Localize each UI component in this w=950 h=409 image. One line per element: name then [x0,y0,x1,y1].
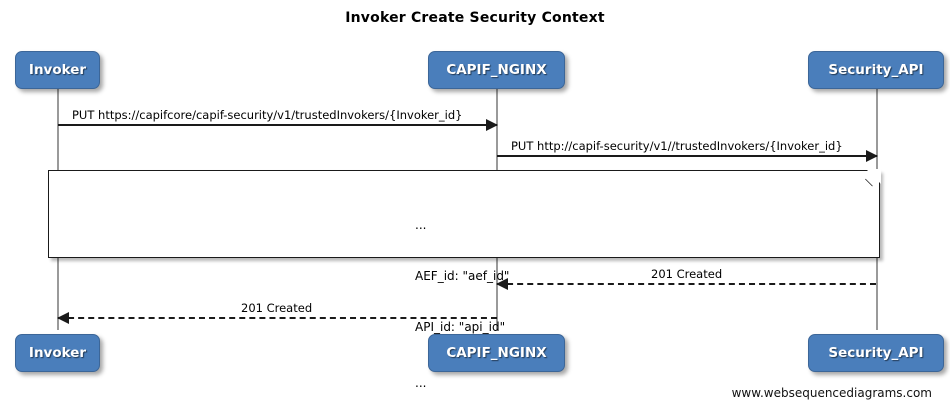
participant-invoker-bottom[interactable]: Invoker [15,334,100,372]
arrowhead-right-2 [866,150,878,162]
participant-security-api[interactable]: Security_API [808,51,944,89]
participant-invoker-bottom-label: Invoker [28,345,87,361]
participant-capif-nginx-bottom-label: CAPIF_NGINX [446,345,547,361]
message-arrow-3 [496,278,876,290]
participant-security-api-label: Security_API [828,62,924,78]
message-label-3: 201 Created [651,267,723,281]
note-box: ... AEF_id: "aef_id" API_id: "api_id" ..… [48,169,881,390]
message-line-3 [497,283,876,285]
note-line-4: ... [415,376,427,390]
note-line-3: API_id: "api_id" [415,320,506,334]
participant-capif-nginx-label: CAPIF_NGINX [446,62,547,78]
page-title: Invoker Create Security Context [345,10,605,26]
message-arrow-1 [58,119,498,131]
message-line-4 [58,317,497,319]
message-arrow-4 [57,312,497,324]
message-label-2: PUT http://capif-security/v1//trustedInv… [511,139,843,153]
message-label-4: 201 Created [241,301,313,315]
participant-security-api-bottom-label: Security_API [828,345,924,361]
message-arrow-2 [497,150,878,162]
note-line-1: ... [415,218,427,232]
watermark-footer: www.websequencediagrams.com [731,386,932,400]
note-text: ... AEF_id: "aef_id" API_id: "api_id" ..… [415,183,509,409]
message-line-2 [497,155,877,157]
message-line-1 [58,124,497,126]
arrowhead-right-1 [486,119,498,131]
participant-capif-nginx[interactable]: CAPIF_NGINX [428,51,565,89]
participant-invoker-label: Invoker [28,62,87,78]
participant-security-api-bottom[interactable]: Security_API [808,334,944,372]
arrowhead-left-4 [57,312,69,324]
arrowhead-left-3 [496,278,508,290]
message-label-1: PUT https://capifcore/capif-security/v1/… [72,108,463,122]
participant-capif-nginx-bottom[interactable]: CAPIF_NGINX [428,334,565,372]
participant-invoker[interactable]: Invoker [15,51,100,89]
